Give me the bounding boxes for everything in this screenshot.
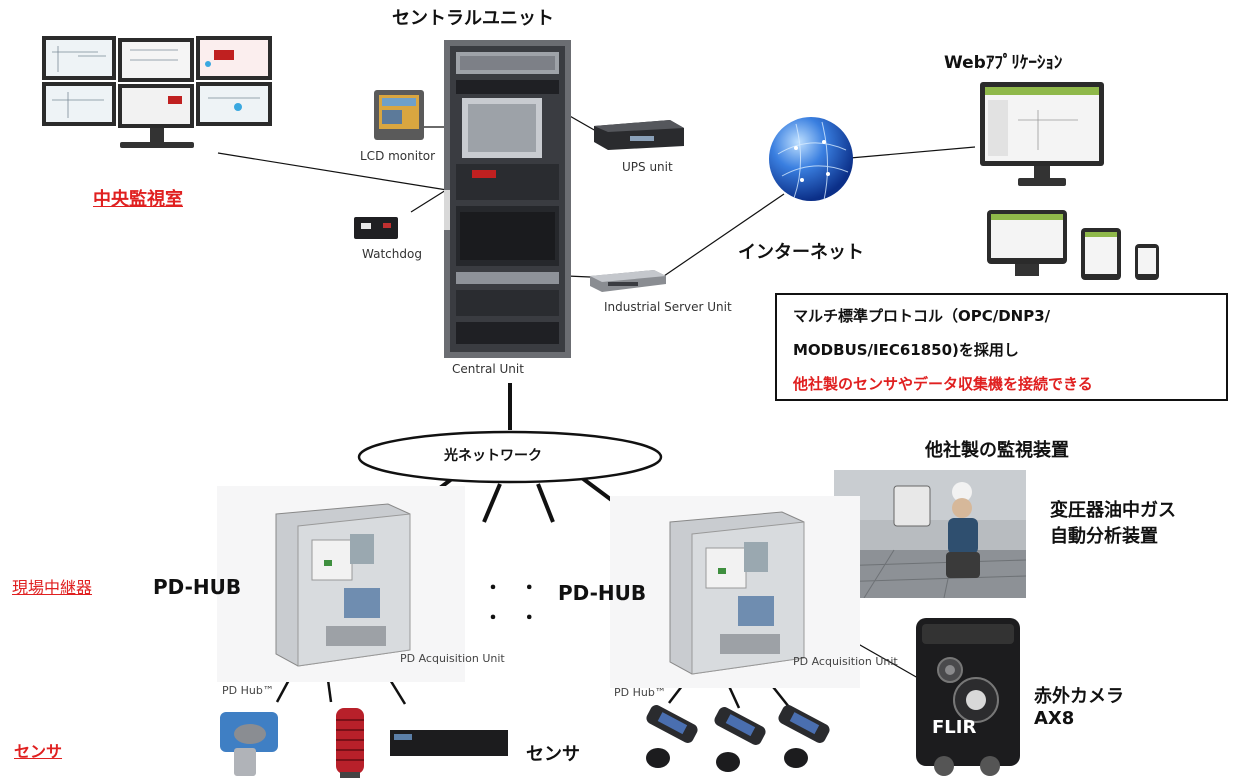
- ir-camera-label-line1: 赤外カメラ: [1034, 686, 1124, 707]
- ellipsis-dots-top: ・ ・: [484, 578, 545, 599]
- watchdog-label: Watchdog: [362, 247, 422, 261]
- web-app-label: Webｱﾌﾟﾘｹｰｼｮﾝ: [944, 53, 1063, 73]
- pd-hub-tm-left-label: PD Hub™: [222, 684, 274, 697]
- pd-hub-left-label: PD-HUB: [153, 575, 242, 599]
- flir-logo: FLIR: [932, 717, 977, 738]
- line-optical-mid2: [536, 483, 555, 523]
- central-unit-title: セントラルユニット: [392, 8, 554, 29]
- field-relay-label: 現場中継器: [12, 578, 93, 597]
- protocol-line-1: マルチ標準プロトコル（OPC/DNP3/: [793, 307, 1051, 325]
- hfct-sensors-icon: [646, 705, 830, 772]
- pd-hub-right-label: PD-HUB: [558, 581, 647, 605]
- lcd-monitor-label: LCD monitor: [360, 149, 436, 163]
- protocol-line-3: 他社製のセンサやデータ収集機を接続できる: [793, 375, 1093, 393]
- sensor-row-label: センサ: [14, 742, 63, 761]
- uhf-sensor-icon: [390, 730, 508, 756]
- line-internet-web: [849, 146, 976, 159]
- dga-photo-icon: [834, 470, 1026, 598]
- internet-label: インターネット: [738, 242, 864, 263]
- optical-network-label: 光ネットワーク: [444, 448, 542, 464]
- line-control-room-central: [217, 152, 448, 191]
- ir-camera-icon: [916, 618, 1020, 776]
- control-room-label: 中央監視室: [93, 189, 183, 210]
- web-app-desktop-icon: [980, 82, 1104, 186]
- ellipsis-dots-bottom: ・ ・: [484, 608, 545, 629]
- protocol-info-box: マルチ標準プロトコル（OPC/DNP3/ MODBUS/IEC61850)を採用…: [775, 293, 1228, 401]
- dga-label-line2: 自動分析装置: [1050, 526, 1158, 547]
- pd-hub-tm-right-label: PD Hub™: [614, 686, 666, 699]
- ct-sensor-icon: [220, 712, 278, 776]
- line-optical-mid1: [482, 483, 502, 523]
- pd-hub-left-icon: [275, 503, 411, 667]
- web-app-mobile-devices-icon: [987, 210, 1159, 280]
- central-unit-rack-icon: [444, 40, 571, 358]
- industrial-server-label: Industrial Server Unit: [604, 300, 732, 314]
- pd-hub-right-icon: [669, 511, 805, 675]
- pd-acq-right-label: PD Acquisition Unit: [793, 655, 898, 668]
- third-party-monitor-label: 他社製の監視装置: [925, 440, 1069, 461]
- watchdog-icon: [354, 217, 398, 239]
- sensor-label: センサ: [526, 744, 580, 765]
- line-server-internet: [663, 193, 785, 277]
- central-unit-label: Central Unit: [452, 362, 524, 376]
- control-room-monitors-icon: [42, 36, 272, 148]
- internet-globe-icon: [769, 117, 853, 201]
- industrial-server-icon: [590, 270, 666, 292]
- protocol-line-2: MODBUS/IEC61850)を採用し: [793, 341, 1019, 359]
- capacitive-sensor-icon: [336, 708, 364, 778]
- optical-network-ellipse: [357, 430, 663, 484]
- pd-acq-left-label: PD Acquisition Unit: [400, 652, 505, 665]
- ir-camera-label-line2: AX8: [1034, 708, 1075, 729]
- ups-unit-icon: [594, 120, 684, 150]
- ups-unit-label: UPS unit: [622, 160, 673, 174]
- dga-label-line1: 変圧器油中ガス: [1050, 500, 1176, 521]
- lcd-monitor-icon: [374, 90, 424, 140]
